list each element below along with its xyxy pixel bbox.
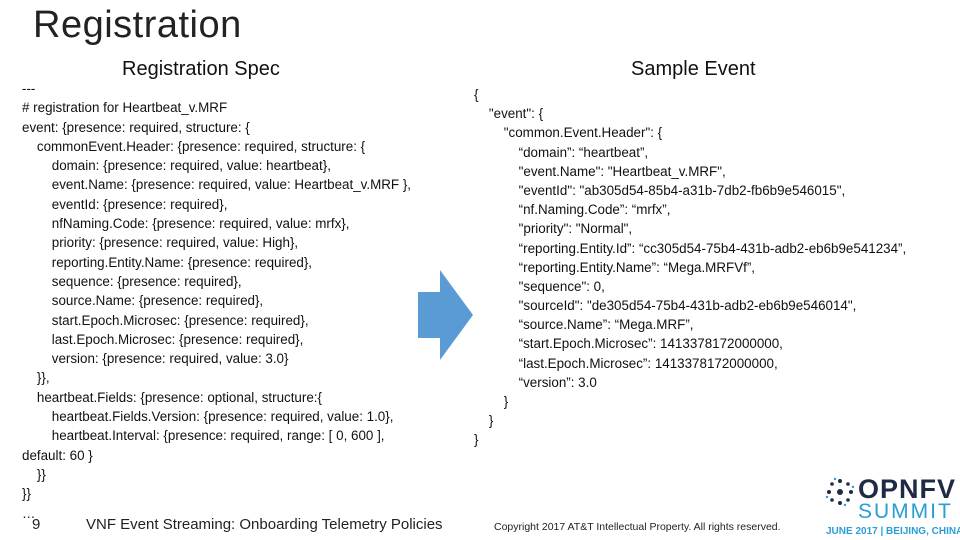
- opnfv-burst-icon: [825, 477, 855, 507]
- event-code-line: }: [474, 432, 479, 448]
- spec-code-line: domain: {presence: required, value: hear…: [22, 158, 331, 174]
- spec-code-line: # registration for Heartbeat_v.MRF: [22, 100, 228, 116]
- footer-title: VNF Event Streaming: Onboarding Telemetr…: [86, 516, 443, 533]
- spec-code-line: default: 60 }: [22, 447, 93, 463]
- spec-code-line: commonEvent.Header: {presence: required,…: [22, 138, 366, 154]
- event-code-line: "sequence": 0,: [474, 278, 605, 294]
- event-code-line: “source.Name”: “Mega.MRF”,: [474, 317, 694, 333]
- event-code-line: “reporting.Entity.Id”: “cc305d54-75b4-43…: [474, 240, 907, 256]
- spec-code-line: heartbeat.Interval: {presence: required,…: [22, 428, 385, 444]
- sample-heading: Sample Event: [631, 58, 756, 80]
- logo-opnfv-text: OPNFV: [858, 474, 957, 504]
- event-code-line: “nf.Naming.Code”: “mrfx”,: [474, 202, 671, 218]
- spec-code-line: …: [22, 505, 36, 521]
- spec-code-line: start.Epoch.Microsec: {presence: require…: [22, 312, 309, 328]
- event-code-line: "priority": "Normal",: [474, 221, 633, 237]
- spec-code-line: event.Name: {presence: required, value: …: [22, 177, 412, 193]
- spec-code-line: }},: [22, 370, 50, 386]
- event-code-line: “version”: 3.0: [474, 374, 597, 390]
- spec-code-line: ---: [22, 81, 36, 96]
- event-code-line: “domain”: “heartbeat”,: [474, 144, 649, 160]
- spec-code-line: }}: [22, 486, 31, 502]
- event-code-line: "event.Name": "Heartbeat_v.MRF",: [474, 163, 726, 179]
- arrow-right-icon: [418, 270, 473, 360]
- event-code-line: {: [474, 87, 479, 102]
- opnfv-summit-logo: OPNFV SUMMIT JUNE 2017 | BEIJING, CHINA: [824, 474, 960, 538]
- page-number: 9: [32, 516, 41, 533]
- spec-code-line: last.Epoch.Microsec: {presence: required…: [22, 331, 304, 347]
- event-code-line: “reporting.Entity.Name”: “Mega.MRFVf”,: [474, 259, 756, 275]
- spec-heading: Registration Spec: [122, 58, 280, 80]
- spec-code-line: eventId: {presence: required},: [22, 196, 228, 212]
- spec-code-line: }}: [22, 466, 46, 482]
- logo-summit-text: SUMMIT: [858, 500, 953, 523]
- spec-code-line: heartbeat.Fields: {presence: optional, s…: [22, 389, 322, 405]
- logo-date-location: JUNE 2017 | BEIJING, CHINA: [826, 526, 960, 537]
- spec-code-line: nfNaming.Code: {presence: required, valu…: [22, 216, 350, 232]
- slide-title: Registration: [33, 4, 242, 46]
- spec-code-line: source.Name: {presence: required},: [22, 293, 264, 309]
- event-code-line: "common.Event.Header": {: [474, 125, 663, 141]
- sample-event-code: { "event": { "common.Event.Header": { “d…: [474, 85, 954, 450]
- spec-code-line: reporting.Entity.Name: {presence: requir…: [22, 254, 313, 270]
- event-code-line: }: [474, 394, 509, 409]
- event-code-line: “last.Epoch.Microsec”: 1413378172000000,: [474, 355, 778, 371]
- copyright-notice: Copyright 2017 AT&T Intellectual Propert…: [494, 521, 781, 533]
- spec-code-line: version: {presence: required, value: 3.0…: [22, 351, 289, 367]
- spec-code-line: sequence: {presence: required},: [22, 273, 242, 289]
- event-code-line: "event": {: [474, 106, 544, 122]
- event-code-line: "sourceId": "de305d54-75b4-431b-adb2-eb6…: [474, 298, 857, 314]
- spec-code-line: priority: {presence: required, value: Hi…: [22, 235, 299, 251]
- event-code-line: }: [474, 413, 494, 429]
- event-code-line: "eventId": "ab305d54-85b4-a31b-7db2-fb6b…: [474, 182, 846, 198]
- spec-code-line: heartbeat.Fields.Version: {presence: req…: [22, 409, 394, 425]
- spec-code-line: event: {presence: required, structure: {: [22, 119, 250, 135]
- event-code-line: “start.Epoch.Microsec”: 1413378172000000…: [474, 336, 783, 352]
